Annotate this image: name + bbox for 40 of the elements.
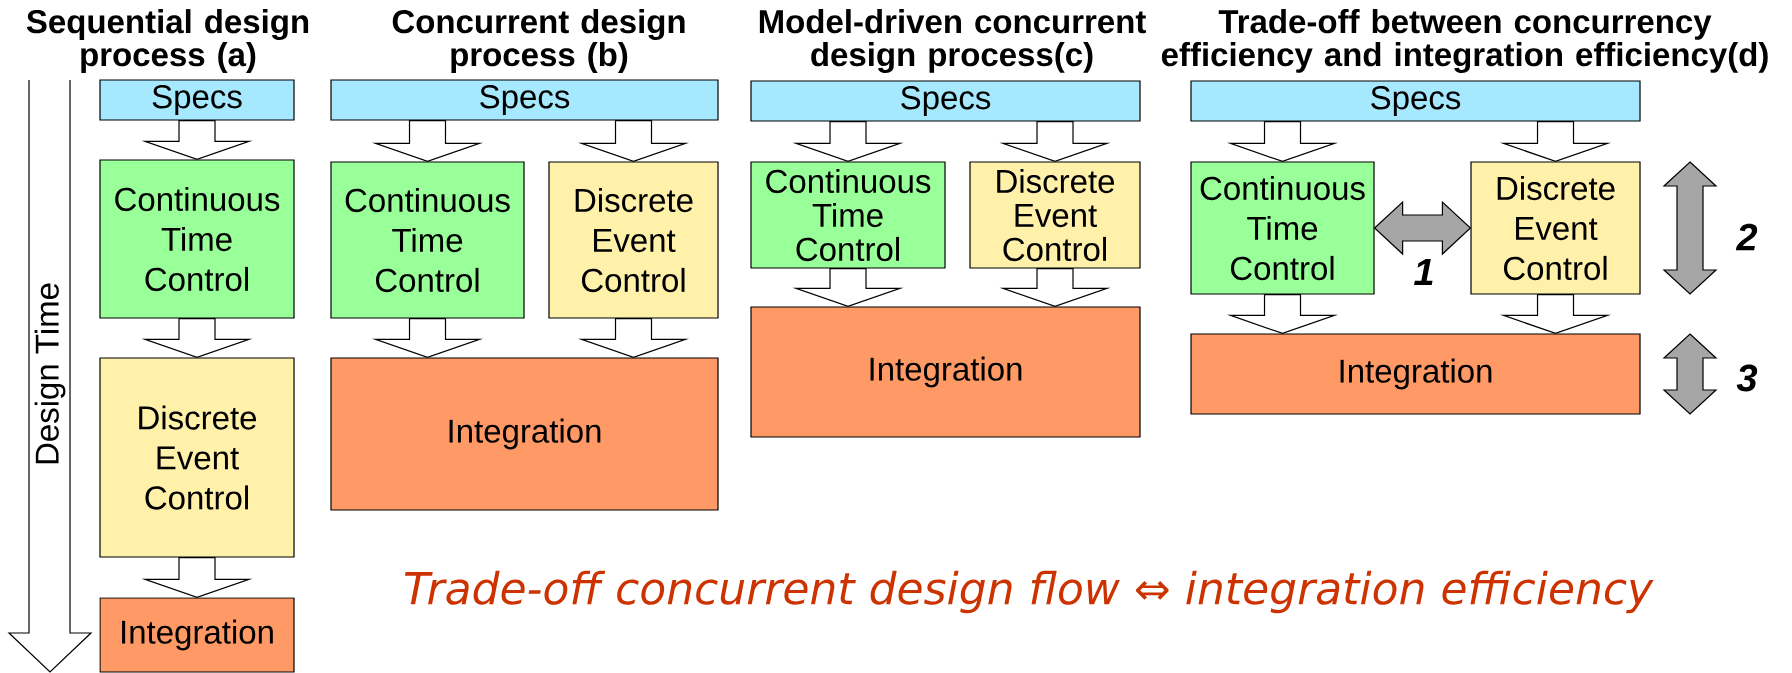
callout-number: 2: [1735, 223, 1758, 251]
integration-box: Integration: [750, 306, 1141, 438]
specs-bar: Specs: [330, 79, 719, 121]
panel-title: Trade-off between concurrency efficiency and integration efficiency(d): [1161, 9, 1768, 73]
edge-label: 1: [1412, 257, 1436, 287]
block-arrow: [371, 318, 484, 359]
block-arrow: [141, 557, 253, 599]
axis-label: Design Time: [34, 283, 66, 464]
process-box: Continuous Time Control: [330, 161, 525, 319]
process-box: Discrete Event Control: [99, 357, 295, 558]
specs-bar: Specs: [99, 79, 295, 121]
tagline: Trade-off concurrent design flow ⇔ integration efficiency: [404, 570, 1654, 614]
block-arrow: [1226, 294, 1339, 335]
process-box: Discrete Event Control: [969, 161, 1141, 269]
block-arrow: [1499, 294, 1612, 335]
block-arrow: [792, 121, 904, 163]
process-box: Discrete Event Control: [1470, 161, 1641, 295]
process-box: Continuous Time Control: [1190, 161, 1375, 295]
process-box: Continuous Time Control: [99, 159, 295, 319]
block-arrow: [1499, 121, 1612, 163]
integration-box: Integration: [1190, 333, 1641, 415]
integration-box: Integration: [330, 357, 719, 511]
specs-bar: Specs: [750, 80, 1141, 122]
block-arrow: [141, 120, 253, 161]
specs-bar: Specs: [1190, 80, 1641, 122]
block-arrow: [999, 121, 1111, 163]
block-arrow: [792, 268, 904, 308]
process-box: Continuous Time Control: [750, 161, 946, 269]
block-arrow: [999, 268, 1111, 308]
panel-title: Model-driven concurrent design process(c): [759, 9, 1146, 73]
process-box: Discrete Event Control: [548, 161, 719, 319]
block-arrow: [371, 120, 484, 163]
block-arrow: [577, 120, 690, 163]
block-arrow: [141, 318, 253, 359]
block-arrow: [1226, 121, 1339, 163]
callout-number: 3: [1736, 364, 1758, 392]
panel-title: Sequential design process (a): [26, 9, 309, 73]
block-arrow: [577, 318, 690, 359]
integration-box: Integration: [99, 597, 295, 673]
panel-title: Concurrent design process (b): [392, 9, 685, 73]
